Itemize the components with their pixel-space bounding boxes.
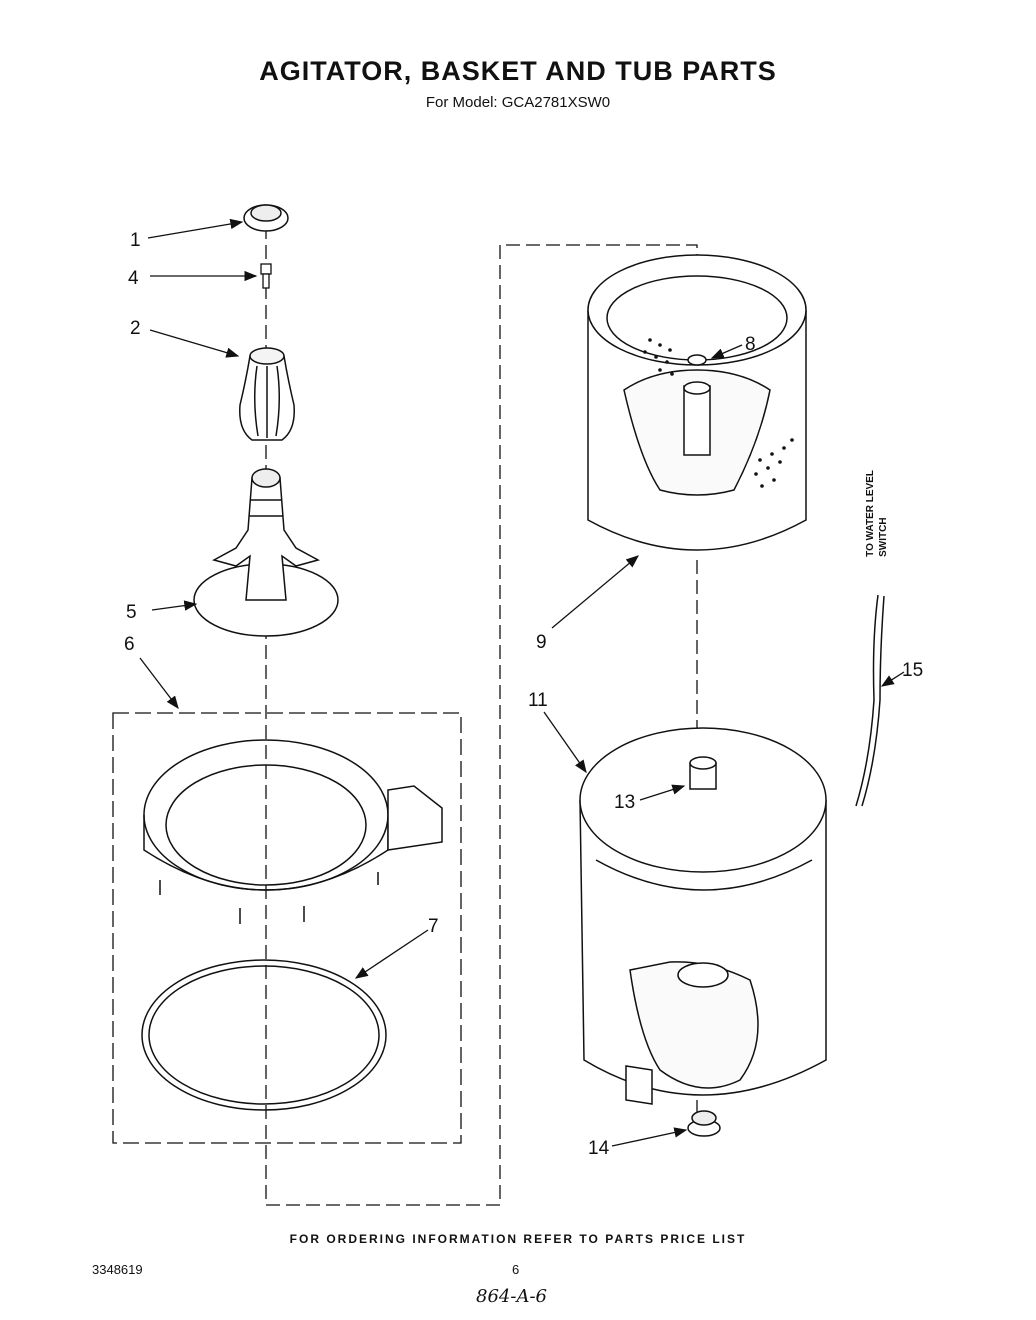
- callout-8: 8: [745, 334, 756, 355]
- part-basket: [587, 254, 807, 551]
- part-tub-ring: [143, 739, 443, 924]
- callout-11: 11: [528, 690, 548, 711]
- part-bolt: [260, 263, 272, 289]
- callout-13: 13: [614, 792, 635, 813]
- part-agitator-cap: [243, 204, 289, 232]
- callout-6: 6: [124, 634, 135, 655]
- part-agitator-base: [193, 468, 339, 637]
- page-number: 6: [512, 1262, 520, 1277]
- callout-7: 7: [428, 916, 439, 937]
- part-agitator-barrel: [239, 347, 295, 441]
- callout-5: 5: [126, 602, 137, 623]
- part-drain-plug: [687, 1110, 721, 1137]
- callout-9: 9: [536, 632, 547, 653]
- part-hub: [689, 756, 717, 790]
- callout-15: 15: [902, 660, 923, 681]
- assembly-box-6: [112, 712, 462, 1144]
- leader-lines: [139, 218, 905, 1147]
- part-hose: [855, 594, 885, 807]
- callout-1: 1: [130, 230, 141, 251]
- part-outer-tub: [579, 727, 827, 1105]
- document-number: 3348619: [92, 1262, 143, 1277]
- part-seal-ring: [141, 959, 387, 1111]
- basket-perforations: [643, 338, 794, 488]
- callout-2: 2: [130, 318, 141, 339]
- callout-4: 4: [128, 268, 139, 289]
- ordering-info-note: FOR ORDERING INFORMATION REFER TO PARTS …: [289, 1232, 747, 1246]
- model-subtitle: For Model: GCA2781XSW0: [425, 94, 611, 111]
- callout-14: 14: [588, 1138, 610, 1159]
- handwritten-note: 864-A-6: [476, 1286, 547, 1307]
- page-title: AGITATOR, BASKET AND TUB PARTS: [259, 56, 777, 86]
